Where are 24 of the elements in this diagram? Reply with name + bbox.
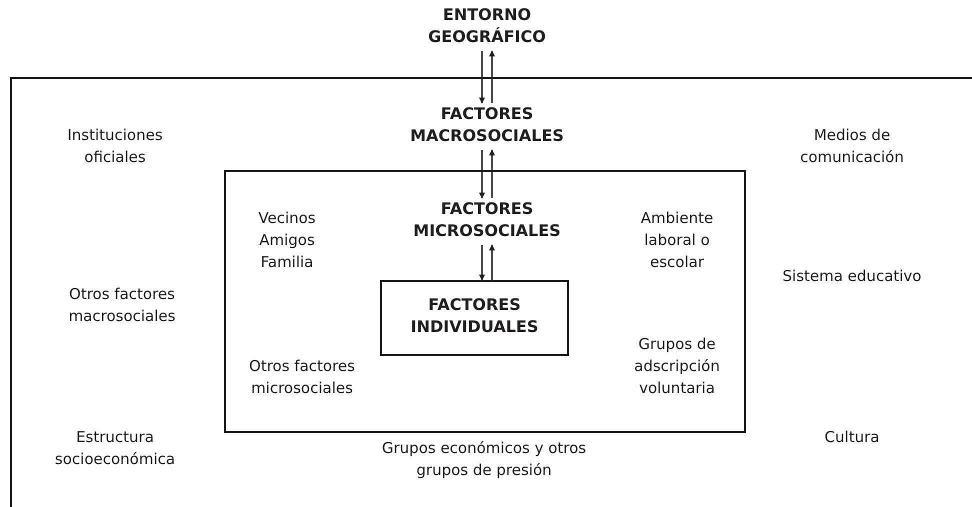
label-text: Grupos económicos y otros grupos de presión [380,438,588,481]
frame-box [380,280,569,356]
arrow [479,245,485,281]
arrow [489,50,495,103]
label-text: Otros factores microsociales [248,356,356,399]
label-text: Sistema educativo [782,266,922,287]
heading: FACTORES MICROSOCIALES [410,198,564,244]
label-text: Ambiente laboral o escolar [640,208,714,273]
heading: ENTORNO GEOGRÁFICO [420,4,554,50]
frame-box [10,77,972,507]
label-text: Medios de comunicación [799,125,905,168]
arrow [489,244,495,280]
label-text: Cultura [824,427,880,448]
arrow [479,51,485,104]
frame-box [224,170,746,433]
label-text: Otros factores macrosociales [68,284,176,327]
arrow [489,149,495,198]
label-text: Vecinos Amigos Familia [257,208,317,273]
arrow [479,150,485,199]
label-text: Grupos de adscripción voluntaria [633,334,721,399]
label-text: Instituciones oficiales [66,125,164,168]
heading: FACTORES MACROSOCIALES [410,103,564,149]
heading: FACTORES INDIVIDUALES [410,295,538,336]
label-text: Estructura socioeconómica [54,427,176,470]
